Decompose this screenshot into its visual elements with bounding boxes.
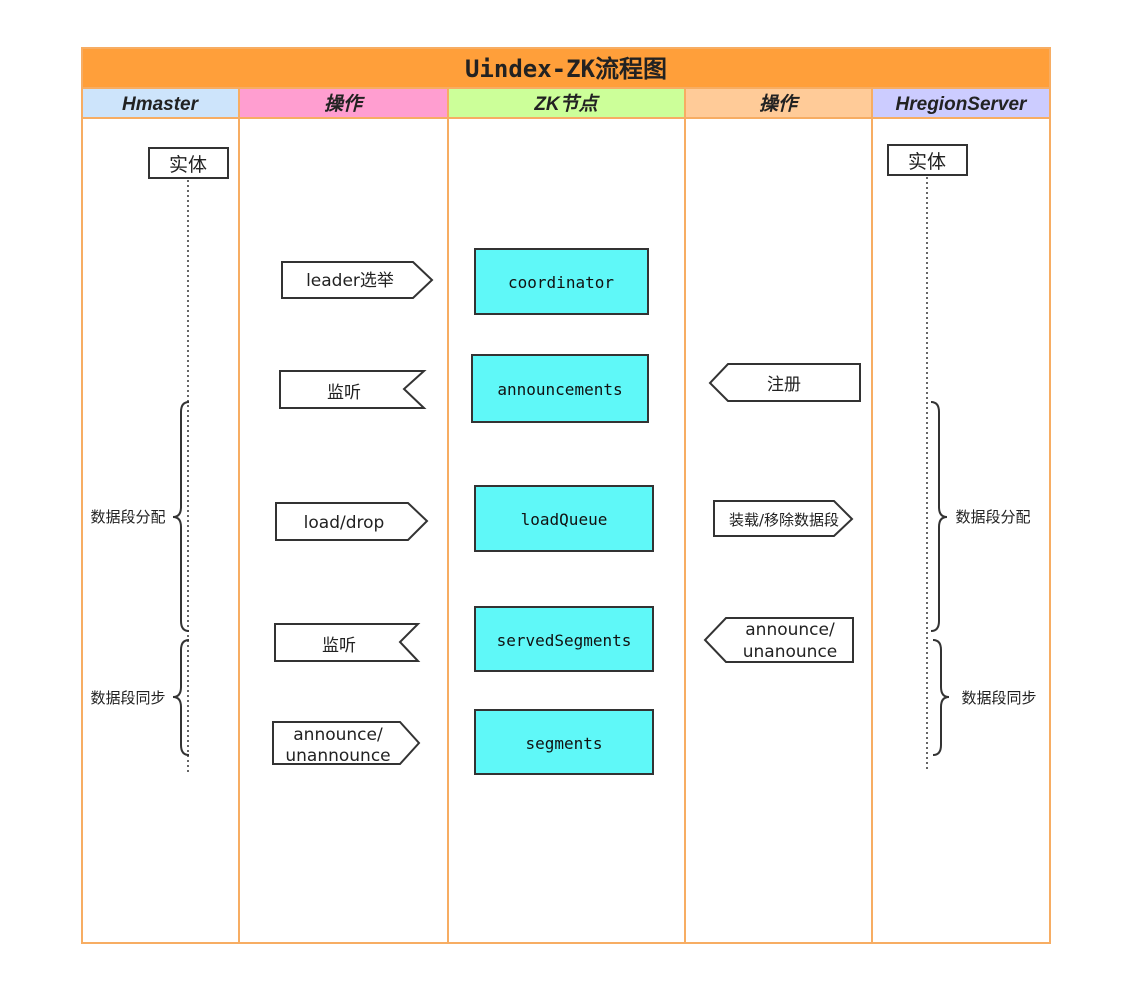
zk-node-segments: segments (474, 709, 654, 775)
hmaster-entity-label: 实体 (169, 154, 207, 176)
zk-node-servedsegments: servedSegments (474, 606, 654, 672)
op-left-announce-line-2: unannounce (285, 746, 390, 766)
op-left-listen-2: 监听 (274, 623, 421, 662)
header-op-left: 操作 (324, 93, 365, 115)
op-left-listen-1: 监听 (279, 370, 427, 409)
brace-left-sync-label: 数据段同步 (90, 689, 165, 707)
op-left-announce-label: announce/unannounce (285, 725, 390, 766)
region-entity-box (887, 144, 968, 176)
op-left-listen-2-label: 监听 (322, 636, 356, 656)
brace-left-allocation-label: 数据段分配 (90, 508, 165, 526)
header-region-server: HregionServer (896, 94, 1029, 115)
brace-right-sync (932, 639, 950, 756)
zk-node-announcements-label: announcements (497, 380, 622, 399)
op-left-listen-1-label: 监听 (327, 383, 361, 403)
lane-bodies (81, 117, 1051, 944)
op-right-announce: announce/unanounce (703, 617, 854, 663)
header-zk-nodes: ZK节点 (533, 93, 600, 115)
zk-node-coordinator: coordinator (474, 248, 649, 315)
zk-node-loadqueue-label: loadQueue (521, 510, 608, 529)
header-region-bg (871, 87, 1051, 119)
op-left-leader-election: leader选举 (281, 261, 434, 299)
op-right-announce-line-1: announce/ (745, 620, 835, 640)
title-bar (81, 47, 1051, 89)
op-right-load-remove: 装载/移除数据段 (713, 500, 854, 537)
op-right-load-remove-label: 装载/移除数据段 (729, 511, 839, 529)
op-left-leader-election-label: leader选举 (306, 271, 394, 291)
header-hmaster: Hmaster (122, 94, 200, 115)
op-left-load-drop: load/drop (275, 502, 429, 541)
op-left-announce-line-1: announce/ (293, 725, 383, 745)
zk-node-loadqueue: loadQueue (474, 485, 654, 552)
zk-node-servedsegments-label: servedSegments (497, 631, 632, 650)
op-right-register-label: 注册 (767, 375, 801, 395)
brace-left-sync (172, 639, 190, 756)
zk-node-coordinator-label: coordinator (508, 273, 614, 292)
header-op-right: 操作 (759, 93, 800, 115)
op-right-announce-line-2: unanounce (743, 642, 838, 662)
brace-left-allocation (172, 401, 190, 632)
hmaster-entity-box (148, 147, 229, 179)
brace-right-sync-label: 数据段同步 (961, 689, 1036, 707)
zk-node-segments-label: segments (525, 734, 602, 753)
op-right-register: 注册 (708, 363, 861, 402)
brace-right-allocation-label: 数据段分配 (955, 508, 1030, 526)
op-left-announce: announce/unannounce (272, 721, 421, 766)
brace-right-allocation (930, 401, 948, 632)
op-left-load-drop-label: load/drop (304, 513, 385, 533)
op-right-announce-label: announce/unanounce (743, 620, 838, 662)
region-entity-label: 实体 (908, 151, 946, 173)
diagram-title: Uindex-ZK流程图 (465, 55, 667, 83)
zk-node-announcements: announcements (471, 354, 649, 423)
